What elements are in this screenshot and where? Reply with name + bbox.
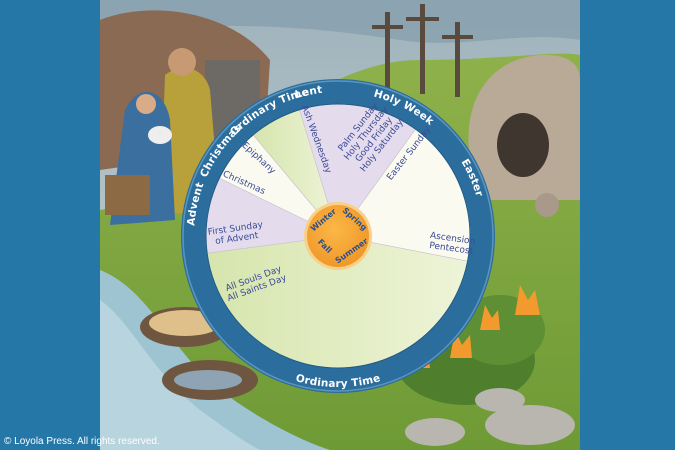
fish-basket — [162, 360, 258, 400]
feast-holy-week-days: Palm Sunday Holy Thursday Good Friday Ho… — [337, 101, 406, 174]
rocks — [405, 388, 575, 446]
ring-label-ordinary-time-bottom: Ordinary Time — [294, 372, 381, 390]
season-hub — [307, 205, 369, 267]
ring-label-lent: Lent — [294, 84, 323, 101]
copyright-notice: © Loyola Press. All rights reserved. — [4, 436, 160, 447]
three-crosses — [372, 4, 473, 97]
liturgical-wheel: Advent Christmas Ordinary Time Lent Holy… — [181, 79, 495, 393]
